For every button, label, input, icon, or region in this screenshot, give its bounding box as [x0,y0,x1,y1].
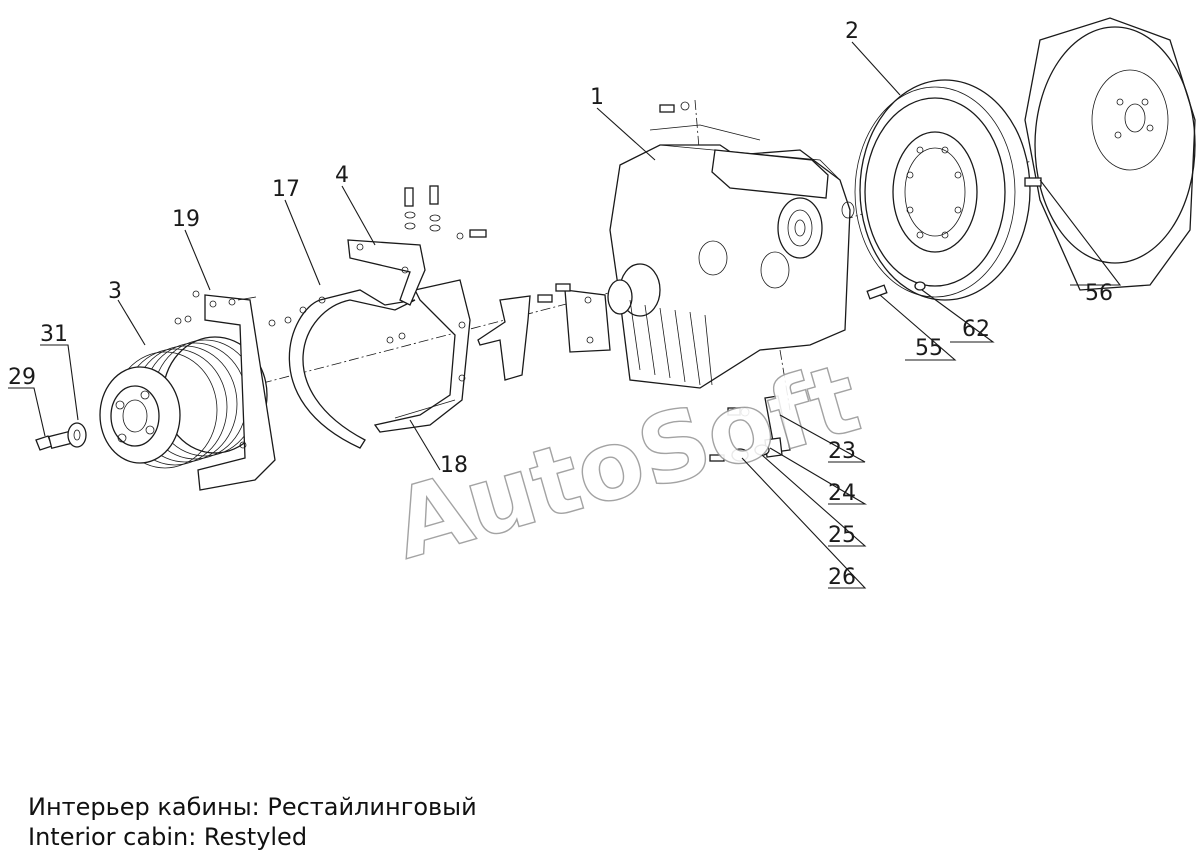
cover-17 [268,289,416,449]
caption-english: Interior cabin: Restyled [28,823,308,851]
exploded-parts-diagram: AutoSoft 1 2 3 4 17 18 19 23 24 25 26 29… [8,17,1196,590]
callout-labels: 1 2 3 4 17 18 19 23 24 25 26 29 31 55 56… [8,19,1113,590]
bracket-18 [373,279,471,433]
callout-24: 24 [828,481,856,506]
bolt-29 [35,430,72,451]
callout-62: 62 [962,317,990,342]
callout-4: 4 [335,163,349,188]
gearbox-1 [607,101,855,389]
callout-2: 2 [845,19,859,44]
mount-brackets [477,283,611,381]
bracket-4 [347,185,487,306]
callout-1: 1 [590,85,604,110]
callout-29: 29 [8,365,36,390]
flywheel-2 [854,79,1031,301]
caption-russian: Интерьер кабины: Рестайлинговый [28,793,477,821]
callout-23: 23 [828,439,856,464]
leader-lines [8,41,1122,589]
callout-19: 19 [172,207,200,232]
callout-18: 18 [440,453,468,478]
washer-31 [67,422,87,448]
plate-19 [174,290,276,491]
callout-56: 56 [1085,281,1113,306]
callout-3: 3 [108,279,122,304]
flywheel-housing-56 [1024,17,1196,291]
small-parts-23-26 [709,395,791,462]
callout-55: 55 [915,336,943,361]
callout-25: 25 [828,523,856,548]
callout-17: 17 [272,177,300,202]
callout-31: 31 [40,322,68,347]
callout-26: 26 [828,565,856,590]
